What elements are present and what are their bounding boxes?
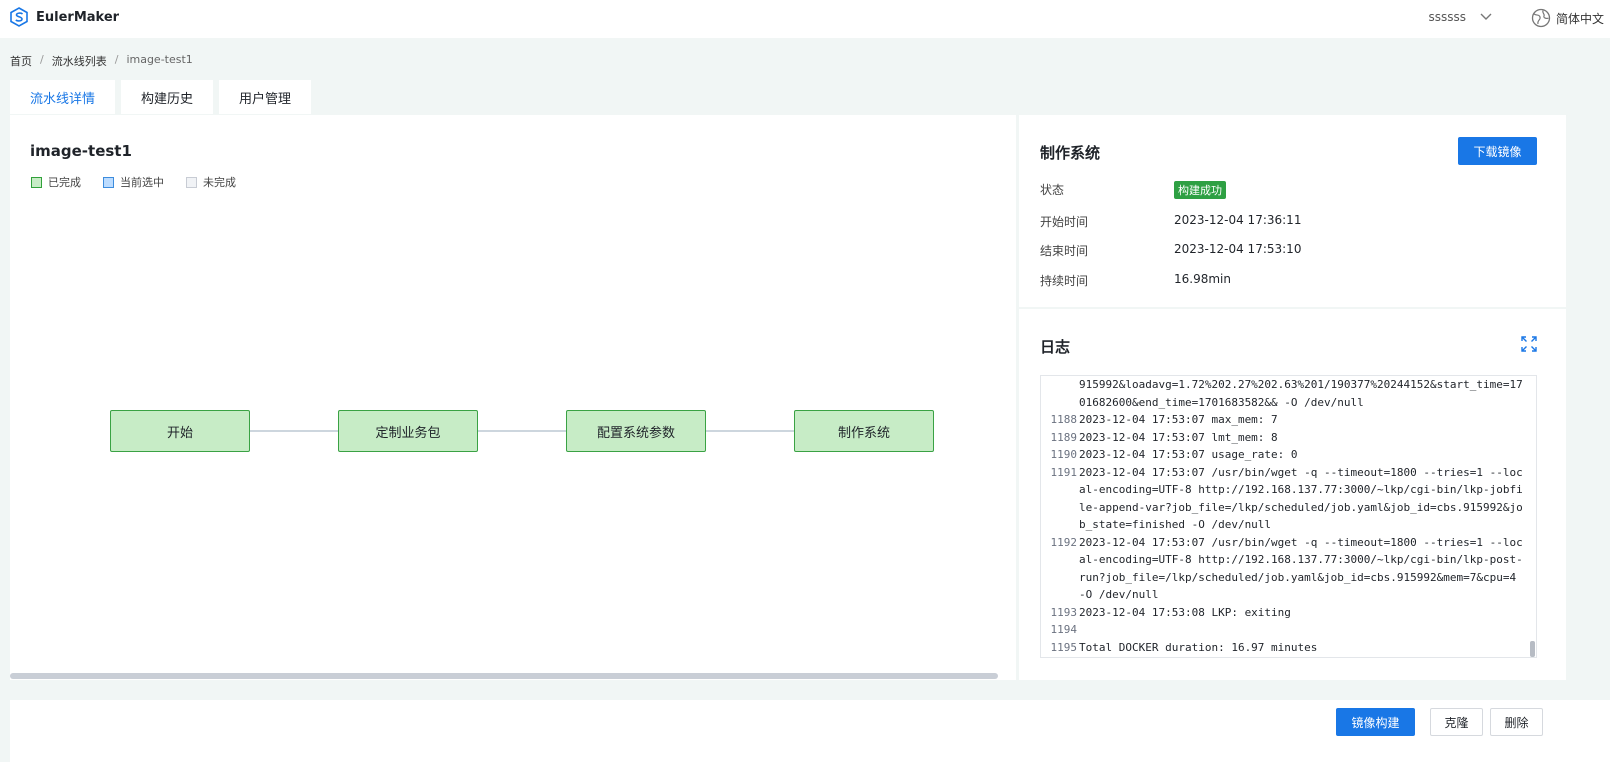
tab-pipeline-details[interactable]: 流水线详情 xyxy=(10,80,116,114)
log-line-number: 1191 xyxy=(1050,465,1078,479)
language-switch[interactable]: 简体中文 xyxy=(1531,8,1604,28)
pipeline-graph: 开始 定制业务包 配置系统参数 制作系统 xyxy=(10,115,1016,680)
log-line-number: 1190 xyxy=(1050,448,1078,461)
tab-bar: 流水线详情 构建历史 用户管理 xyxy=(10,80,312,114)
app-name: EulerMaker xyxy=(36,9,120,25)
legend-swatch-done xyxy=(31,176,42,188)
stage-system-config[interactable]: 配置系统参数 xyxy=(566,410,706,452)
start-time-value: 2023-12-04 17:36:11 xyxy=(1174,213,1302,227)
log-vertical-scrollbar[interactable] xyxy=(1530,641,1535,657)
log-line-number: 1189 xyxy=(1050,430,1078,444)
stage-connector xyxy=(706,430,794,432)
stage-start[interactable]: 开始 xyxy=(110,410,250,452)
status-label: 状态 xyxy=(1040,183,1065,197)
log-line-text xyxy=(1079,621,1536,639)
legend-label-todo: 未完成 xyxy=(203,176,236,189)
stage-connector xyxy=(478,430,566,432)
breadcrumb-separator: / xyxy=(114,53,119,66)
pipeline-title: image-test1 xyxy=(30,142,132,160)
horizontal-scrollbar[interactable] xyxy=(10,673,998,679)
duration-value: 16.98min xyxy=(1174,272,1231,286)
log-line-number: 1193 xyxy=(1050,605,1078,619)
eulermaker-logo-icon xyxy=(10,7,28,27)
breadcrumb-current: image-test1 xyxy=(126,53,193,66)
log-line-number: 1192 xyxy=(1050,535,1078,549)
tab-user-management[interactable]: 用户管理 xyxy=(219,80,312,114)
status-badge: 构建成功 xyxy=(1174,181,1226,199)
legend-label-selected: 当前选中 xyxy=(120,176,164,189)
breadcrumb-pipeline-list[interactable]: 流水线列表 xyxy=(51,55,107,68)
log-line-text: Total DOCKER duration: 16.97 minutes xyxy=(1079,640,1318,654)
app-logo[interactable]: EulerMaker xyxy=(10,7,119,27)
end-time-label: 结束时间 xyxy=(1040,244,1089,258)
stage-details-panel: 制作系统 下载镜像 状态 构建成功 开始时间 2023-12-04 17:36:… xyxy=(1019,115,1566,307)
log-line: 915992&loadavg=1.72%202.27%202.63%201/19… xyxy=(1041,376,1536,411)
details-title: 制作系统 xyxy=(1040,144,1101,162)
log-line-text: 2023-12-04 17:53:07 max_mem: 7 xyxy=(1079,413,1278,426)
legend-item-done: 已完成 xyxy=(31,174,81,190)
log-title: 日志 xyxy=(1040,338,1071,356)
log-line-text: 915992&loadavg=1.72%202.27%202.63%201/19… xyxy=(1079,378,1523,409)
start-time-label: 开始时间 xyxy=(1040,215,1089,229)
chevron-down-icon xyxy=(1480,13,1492,20)
end-time-value: 2023-12-04 17:53:10 xyxy=(1174,242,1302,256)
log-viewer[interactable]: 915992&loadavg=1.72%202.27%202.63%201/19… xyxy=(1040,375,1537,658)
stage-connector xyxy=(250,430,338,432)
user-menu[interactable]: ssssss xyxy=(1428,10,1492,24)
pipeline-panel: image-test1 已完成 当前选中 未完成 开始 定制业务包 配置系统参数… xyxy=(10,115,1016,680)
log-panel: 日志 915992&loadavg=1.72%202.27%202.63%201… xyxy=(1019,309,1566,680)
legend-label-done: 已完成 xyxy=(48,176,81,189)
log-line: 1194 xyxy=(1041,621,1536,639)
log-line-text: 2023-12-04 17:53:08 LKP: exiting xyxy=(1079,605,1291,619)
expand-icon[interactable] xyxy=(1521,336,1537,352)
stage-build-system[interactable]: 制作系统 xyxy=(794,410,934,452)
log-line-number: 1194 xyxy=(1050,623,1078,636)
globe-icon xyxy=(1531,8,1551,28)
breadcrumb: 首页 / 流水线列表 / image-test1 xyxy=(10,53,193,69)
stage-custom-packages[interactable]: 定制业务包 xyxy=(338,410,478,452)
log-line-text: 2023-12-04 17:53:07 /usr/bin/wget -q --t… xyxy=(1079,535,1523,602)
log-line-text: 2023-12-04 17:53:07 /usr/bin/wget -q --t… xyxy=(1079,465,1523,532)
top-bar: EulerMaker ssssss 简体中文 xyxy=(0,0,1610,38)
legend: 已完成 当前选中 未完成 xyxy=(31,174,236,190)
delete-button[interactable]: 删除 xyxy=(1490,708,1543,736)
breadcrumb-home[interactable]: 首页 xyxy=(10,55,32,68)
tab-build-history[interactable]: 构建历史 xyxy=(121,80,214,114)
log-line-text: 2023-12-04 17:53:07 lmt_mem: 8 xyxy=(1079,430,1278,444)
duration-label: 持续时间 xyxy=(1040,274,1089,288)
action-bar: 镜像构建 克隆 删除 xyxy=(10,700,1610,762)
log-line-number: 1188 xyxy=(1050,413,1078,426)
log-line-number xyxy=(1041,376,1079,411)
legend-swatch-selected xyxy=(103,176,114,188)
legend-item-selected: 当前选中 xyxy=(103,174,164,190)
language-label: 简体中文 xyxy=(1555,11,1604,26)
log-line-number: 1195 xyxy=(1050,640,1078,654)
username: ssssss xyxy=(1428,10,1466,24)
log-line-text: 2023-12-04 17:53:07 usage_rate: 0 xyxy=(1079,448,1298,461)
legend-item-todo: 未完成 xyxy=(186,174,236,190)
download-image-button[interactable]: 下载镜像 xyxy=(1458,137,1537,165)
legend-swatch-todo xyxy=(186,176,197,188)
image-build-button[interactable]: 镜像构建 xyxy=(1336,708,1415,736)
breadcrumb-separator: / xyxy=(40,53,44,66)
clone-button[interactable]: 克隆 xyxy=(1430,708,1483,736)
